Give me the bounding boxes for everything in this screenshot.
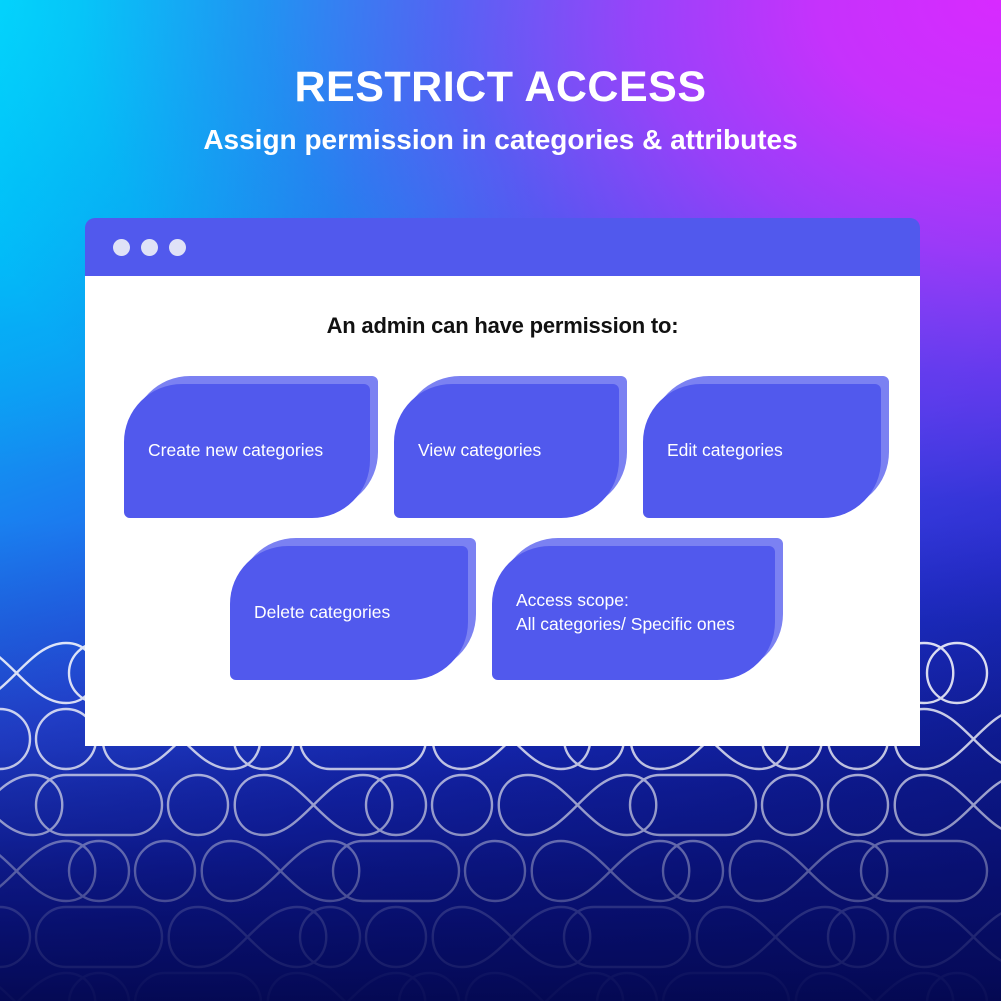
- card-face: Edit categories: [643, 384, 881, 518]
- card-label: Delete categories: [254, 602, 391, 623]
- card-label: View categories: [418, 440, 542, 461]
- window-close-dot-icon[interactable]: [113, 239, 130, 256]
- card-face: View categories: [394, 384, 619, 518]
- browser-content-panel: An admin can have permission to: Create …: [85, 276, 920, 746]
- poster-header: RESTRICT ACCESS Assign permission in cat…: [0, 0, 1001, 157]
- window-minimize-dot-icon[interactable]: [141, 239, 158, 256]
- page-title: RESTRICT ACCESS: [294, 63, 707, 111]
- page-subtitle: Assign permission in categories & attrib…: [203, 124, 798, 156]
- card-face: Create new categories: [124, 384, 370, 518]
- permission-card-create-new-categories[interactable]: Create new categories: [124, 376, 378, 518]
- card-label: Access scope: All categories/ Specific o…: [516, 590, 735, 634]
- panel-heading: An admin can have permission to:: [326, 313, 679, 338]
- card-face: Delete categories: [230, 546, 468, 680]
- window-controls: [113, 239, 186, 256]
- browser-title-bar: [85, 218, 920, 276]
- window-maximize-dot-icon[interactable]: [169, 239, 186, 256]
- permission-cards-row-1: Create new categories View categories Ed…: [85, 339, 920, 518]
- permission-card-access-scope[interactable]: Access scope: All categories/ Specific o…: [492, 538, 783, 680]
- permission-card-view-categories[interactable]: View categories: [394, 376, 627, 518]
- permission-card-delete-categories[interactable]: Delete categories: [230, 538, 476, 680]
- card-label: Edit categories: [667, 440, 783, 461]
- permission-card-edit-categories[interactable]: Edit categories: [643, 376, 889, 518]
- permission-cards-row-2: Delete categories Access scope: All cate…: [85, 518, 920, 680]
- card-face: Access scope: All categories/ Specific o…: [492, 546, 775, 680]
- browser-window-mockup: An admin can have permission to: Create …: [85, 218, 920, 746]
- card-label: Create new categories: [148, 440, 324, 461]
